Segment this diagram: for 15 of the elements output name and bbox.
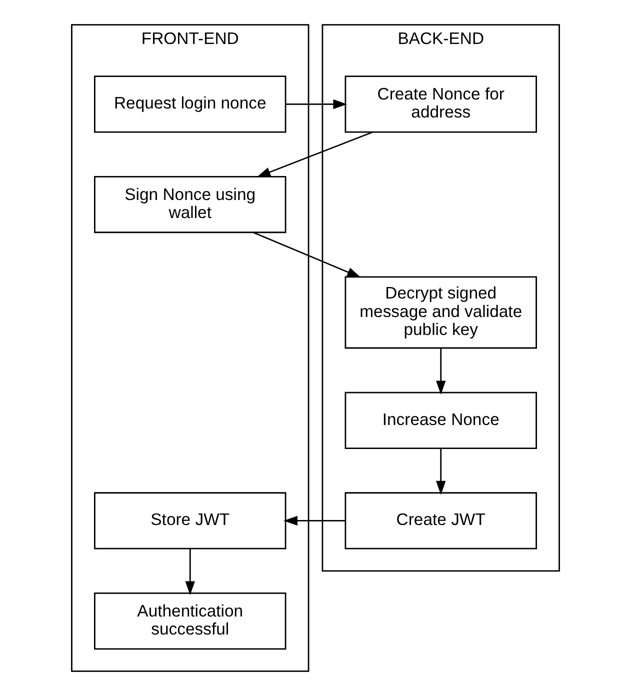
arrow xyxy=(256,132,372,178)
arrow xyxy=(184,548,194,596)
arrow xyxy=(283,516,345,526)
node-box: Increase Nonce xyxy=(344,392,536,449)
node-box: Authentication successful xyxy=(94,592,286,650)
node-box: Create JWT xyxy=(344,492,536,550)
node-box: Sign Nonce using wallet xyxy=(94,176,286,234)
node-box: Create Nonce for address xyxy=(344,76,536,133)
node-box: Store JWT xyxy=(94,492,286,550)
arrow xyxy=(436,448,446,495)
arrow xyxy=(285,99,347,110)
arrow xyxy=(252,232,361,278)
arrow xyxy=(436,348,446,395)
node-box: Decrypt signed message and validate public key xyxy=(344,276,536,349)
node-box: Request login nonce xyxy=(94,76,286,133)
